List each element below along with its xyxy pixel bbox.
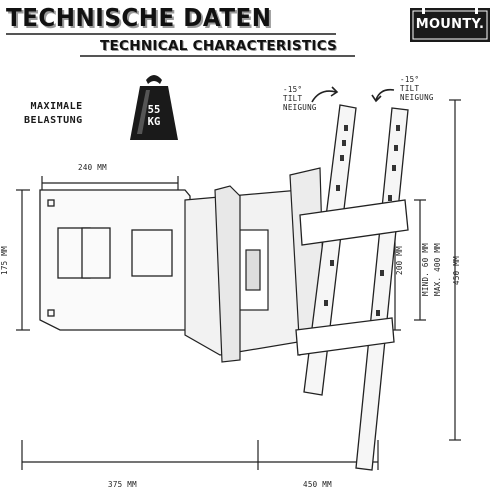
tilt-right-angle: -15°: [400, 75, 420, 84]
dim-plate-height: 175 MM: [0, 246, 9, 275]
tilt-right-word1: TILT: [400, 84, 420, 93]
tilt-label-right: -15° TILT NEIGUNG: [400, 75, 434, 102]
dim-extension: 375 MM: [108, 480, 137, 489]
dim-bracket-width: 450 MM: [303, 480, 332, 489]
tv-bracket-rails: [295, 104, 409, 471]
weight-unit: KG: [147, 116, 161, 128]
max-load-line2: BELASTUNG: [24, 115, 83, 126]
tilt-left-word2: NEIGUNG: [283, 103, 317, 112]
dim-vesa-max: MAX. 400 MM: [432, 243, 442, 296]
tilt-arrows: [311, 86, 395, 103]
brand-logo: MOUNTY.: [410, 8, 490, 42]
tilt-left-angle: -15°: [283, 85, 303, 94]
subtitle-underline: [80, 55, 355, 57]
tilt-left-word1: TILT: [283, 94, 303, 103]
dim-200: 200 MM: [394, 246, 404, 275]
dim-450-vertical: 450 MM: [451, 256, 461, 285]
mount-arms: [184, 167, 326, 363]
tilt-arrow-left-icon: [311, 90, 337, 103]
max-load-line1: MAXIMALE: [30, 101, 83, 112]
logo-badge-icon: [410, 8, 490, 42]
tilt-label-left: -15° TILT NEIGUNG: [283, 85, 317, 112]
logo-text: MOUNTY.: [415, 17, 485, 32]
title-underline: [6, 33, 336, 35]
title-english: TECHNICAL CHARACTERISTICS: [100, 38, 338, 54]
max-load-label: MAXIMALE BELASTUNG: [24, 100, 83, 128]
dim-arm-width: 240 MM: [78, 163, 107, 172]
title-german: TECHNISCHE DATEN: [6, 4, 272, 33]
rail-holes: [324, 125, 400, 316]
dim-vesa-min: MIND. 60 MM: [420, 243, 430, 296]
wall-plate: [39, 189, 191, 331]
weight-value: 55: [147, 104, 161, 116]
tilt-right-word2: NEIGUNG: [400, 93, 434, 102]
weight-label: 55 KG: [139, 104, 169, 128]
tilt-arrow-right-icon: [375, 88, 395, 101]
